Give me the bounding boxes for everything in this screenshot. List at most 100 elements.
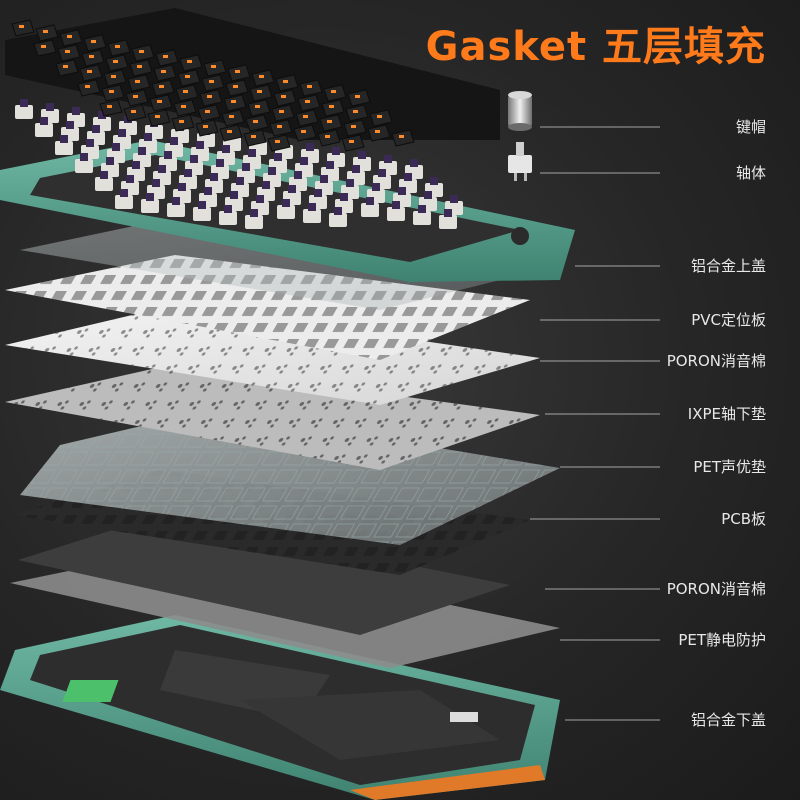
switch-stem — [210, 173, 218, 181]
keycap-legend — [255, 105, 260, 108]
poron-foam-1-shape — [5, 305, 540, 405]
switch-stem — [146, 193, 154, 201]
keycap-legend — [43, 30, 48, 33]
switch-sample-icon — [508, 142, 532, 181]
switch-stem — [80, 153, 88, 161]
switch-stem — [250, 209, 258, 217]
switch-stem — [106, 157, 114, 165]
keycap-legend — [65, 50, 70, 53]
keycap-legend — [209, 80, 214, 83]
switch-stem — [404, 173, 412, 181]
keycap-legend — [377, 115, 382, 118]
keycap-legend — [157, 100, 162, 103]
keycap-legend — [305, 100, 310, 103]
switch-stem — [424, 191, 432, 199]
label-poron-foam-2: PORON消音棉 — [666, 580, 766, 598]
switch-housing — [193, 207, 211, 221]
switch-housing — [95, 177, 113, 191]
switch-stem — [144, 133, 152, 141]
switch-housing — [245, 215, 263, 229]
switch-stem — [384, 155, 392, 163]
switch-stem — [450, 195, 458, 203]
label-switch: 轴体 — [735, 164, 766, 182]
switch-housing — [115, 195, 133, 209]
switch-stem — [274, 153, 282, 161]
switch-housing — [35, 123, 53, 137]
keycap-legend — [399, 135, 404, 138]
switch-stem — [230, 191, 238, 199]
keycap-legend — [183, 90, 188, 93]
keycap-legend — [307, 85, 312, 88]
switch-stem — [242, 163, 250, 171]
switch-stem — [398, 187, 406, 195]
pet-sound-pad-shape — [20, 410, 560, 545]
switch-stem — [190, 155, 198, 163]
keycap-legend — [227, 130, 232, 133]
switch-stem — [372, 183, 380, 191]
keycap-legend — [91, 40, 96, 43]
keycap-legend — [139, 50, 144, 53]
switch-housing — [303, 209, 321, 223]
switch-stem — [92, 125, 100, 133]
label-poron-foam-1: PORON消音棉 — [666, 352, 766, 370]
keycap-legend — [161, 70, 166, 73]
keycap-legend — [235, 70, 240, 73]
switch-stem — [138, 147, 146, 155]
switch-stem — [118, 129, 126, 137]
switch-stem — [248, 149, 256, 157]
keycap-legend — [279, 110, 284, 113]
switch-stem — [358, 151, 366, 159]
label-pcb: PCB板 — [721, 510, 766, 528]
page-title: Gasket 五层填充 — [425, 24, 766, 70]
keycap-legend — [233, 85, 238, 88]
label-ixpe-pad: IXPE轴下垫 — [687, 405, 766, 423]
keycap-legend — [133, 95, 138, 98]
switch-housing — [329, 213, 347, 227]
keycap-legend — [203, 125, 208, 128]
keycap-legend — [135, 80, 140, 83]
keycap-legend — [349, 140, 354, 143]
switch-stem — [120, 189, 128, 197]
switch-housing — [439, 215, 457, 229]
keycap-legend — [19, 25, 24, 28]
keycap-legend — [351, 125, 356, 128]
keycap-legend — [375, 130, 380, 133]
keycap-legend — [301, 130, 306, 133]
switch-stem — [334, 207, 342, 215]
label-keycap: 键帽 — [735, 118, 766, 136]
switch-housing — [361, 203, 379, 217]
keycap-legend — [111, 75, 116, 78]
switch-stem — [256, 195, 264, 203]
switch-stem — [196, 141, 204, 149]
keycap-legend — [231, 100, 236, 103]
switch-stem — [164, 151, 172, 159]
switch-stem — [170, 137, 178, 145]
switch-stem — [98, 111, 106, 119]
keycap-legend — [211, 65, 216, 68]
switch-housing — [15, 105, 33, 119]
switch-stem — [152, 179, 160, 187]
switch-stem — [444, 209, 452, 217]
switch-stem — [216, 159, 224, 167]
keycap-legend — [207, 95, 212, 98]
knob-icon — [508, 91, 532, 131]
keycap-legend — [329, 105, 334, 108]
keycaps-shape — [5, 8, 500, 152]
switch-stem — [158, 165, 166, 173]
keycap-legend — [107, 105, 112, 108]
pvc-plate-shape — [5, 255, 530, 360]
keycap-legend — [355, 95, 360, 98]
keycap-legend — [155, 115, 160, 118]
switch-stem — [366, 197, 374, 205]
switch-stem — [100, 171, 108, 179]
switch-housing — [55, 141, 73, 155]
switch-stem — [392, 201, 400, 209]
label-pet-static: PET静电防护 — [678, 631, 766, 649]
label-pet-sound-pad: PET声优垫 — [693, 458, 766, 476]
switch-stem — [204, 187, 212, 195]
switch-housing — [277, 205, 295, 219]
switch-housing — [75, 159, 93, 173]
label-pvc-plate: PVC定位板 — [691, 311, 766, 329]
switch-stem — [198, 201, 206, 209]
